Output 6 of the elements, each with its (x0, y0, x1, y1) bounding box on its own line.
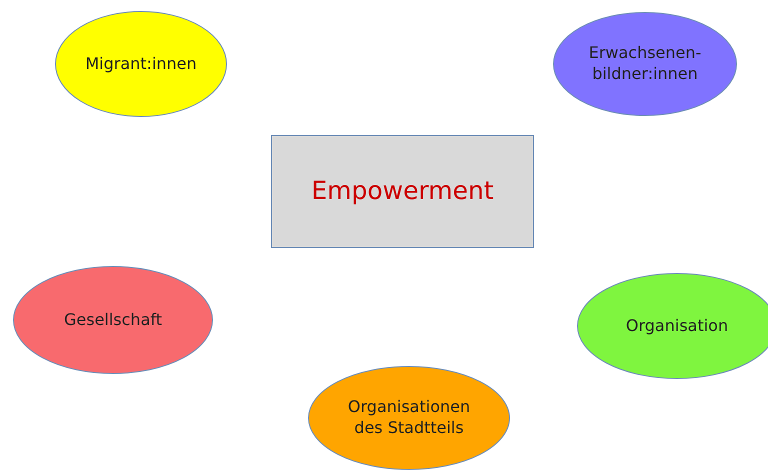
node-label: Organisation (624, 316, 730, 336)
node-label: Erwachsenen-bildner:innen (588, 43, 702, 85)
node-label: Gesellschaft (62, 310, 163, 330)
node-label: Empowerment (310, 175, 495, 208)
node-label: Migrant:innen (84, 54, 198, 74)
node-label: Organisationen des Stadtteils (346, 397, 472, 439)
